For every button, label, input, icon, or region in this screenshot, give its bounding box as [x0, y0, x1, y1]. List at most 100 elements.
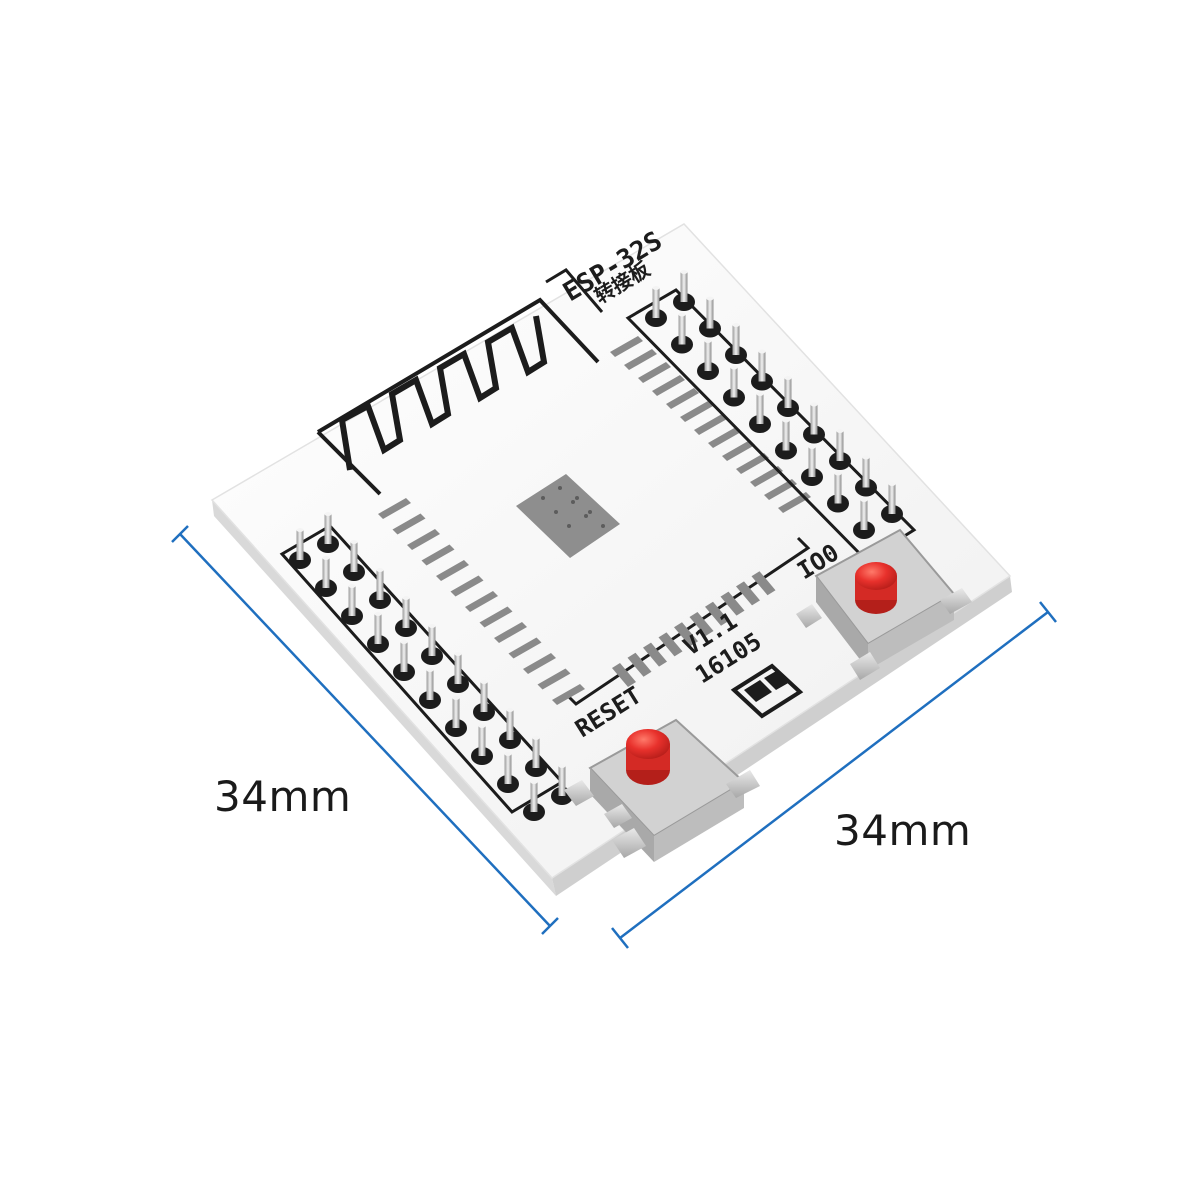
- module-pad: [523, 653, 556, 674]
- header-pin-tip: [706, 296, 714, 301]
- dimension-line-left: [171, 525, 559, 935]
- header-pin-tip: [678, 312, 686, 317]
- module-pad: [392, 513, 426, 535]
- left-dimension-label: 34mm: [214, 772, 352, 821]
- header-pin: [732, 325, 740, 355]
- header-pin-tip: [756, 392, 764, 396]
- header-pin: [836, 431, 844, 461]
- module-pad: [537, 668, 571, 690]
- header-pin: [862, 457, 870, 488]
- header-pin: [782, 420, 790, 451]
- header-pin-tip: [652, 286, 660, 290]
- module-pad: [764, 479, 797, 500]
- header-pin-tip: [758, 349, 766, 354]
- module-pad: [643, 642, 667, 667]
- header-pin: [324, 514, 332, 544]
- module-pad: [705, 601, 729, 626]
- header-pin: [504, 754, 512, 784]
- module-outline: [545, 268, 811, 706]
- module-pads-right: [610, 336, 811, 513]
- header-pin-tip: [322, 556, 330, 560]
- header-pin: [348, 586, 356, 616]
- header-pin: [704, 341, 712, 371]
- header-pin: [808, 447, 816, 477]
- module-pad: [689, 612, 714, 636]
- module-pad: [652, 375, 685, 396]
- module-pad: [708, 427, 741, 448]
- header-pin-tip: [704, 339, 712, 343]
- module-pad: [436, 560, 469, 581]
- header-pin: [350, 542, 358, 572]
- header-pin-tip: [506, 708, 514, 712]
- header-pin: [680, 272, 688, 302]
- module-pad: [508, 637, 542, 659]
- module-pad: [638, 362, 671, 383]
- header-pin: [730, 367, 738, 398]
- header-pin: [810, 404, 818, 435]
- reset-button[interactable]: [564, 718, 760, 862]
- pcb-board: [210, 223, 1012, 879]
- module-pad: [736, 453, 769, 474]
- header-pin: [402, 598, 410, 628]
- header-pin-tip: [532, 736, 540, 740]
- header-pin: [376, 570, 384, 600]
- header-pin: [758, 351, 766, 382]
- header-pin: [530, 782, 538, 812]
- header-pin: [784, 378, 792, 408]
- io0-button[interactable]: [796, 528, 972, 680]
- header-pin: [480, 682, 488, 712]
- header-pin-tip: [862, 455, 870, 460]
- header-pin-tip: [452, 696, 460, 700]
- header-pin: [678, 314, 686, 345]
- header-pin: [706, 298, 714, 329]
- header-pin-tip: [454, 652, 462, 656]
- header-pin-tip: [808, 445, 816, 449]
- module-pad: [627, 652, 652, 677]
- module-pad: [552, 684, 585, 705]
- module-pad: [610, 336, 643, 357]
- header-pin-tip: [730, 365, 738, 370]
- header-pin-tip: [680, 270, 688, 274]
- header-pin-tip: [782, 418, 790, 423]
- header-pin: [652, 288, 660, 318]
- module-pad: [694, 414, 727, 435]
- header-pin: [452, 698, 460, 728]
- module-pad: [624, 349, 657, 370]
- header-pin: [478, 726, 486, 756]
- header-pin-tip: [860, 498, 868, 502]
- header-pin-tip: [428, 624, 436, 628]
- header-pin: [374, 614, 382, 644]
- module-pad: [736, 581, 760, 606]
- antenna-outline: [316, 297, 600, 496]
- header-pin-tip: [784, 376, 792, 380]
- header-pin: [558, 766, 566, 796]
- module-pad: [658, 632, 683, 657]
- header-pin-tip: [834, 471, 842, 476]
- header-pin: [756, 394, 764, 424]
- module-pad: [494, 622, 527, 643]
- header-pin: [834, 473, 842, 504]
- header-pin: [860, 500, 868, 530]
- header-pin-tip: [324, 512, 332, 516]
- io0-button-cap[interactable]: [855, 562, 897, 590]
- header-pin-tip: [400, 640, 408, 644]
- header-pin-tip: [836, 429, 844, 433]
- header-pin-tip: [530, 780, 538, 784]
- module-pad: [666, 388, 699, 409]
- header-pin: [428, 626, 436, 656]
- right-pin-header: [645, 270, 903, 539]
- right-header-outline: [625, 288, 917, 562]
- module-pad: [407, 529, 440, 550]
- header-pin-tip: [504, 752, 512, 756]
- header-pin: [454, 654, 462, 684]
- header-pin: [322, 558, 330, 588]
- module-pads-bottom: [612, 571, 776, 687]
- reset-button-cap[interactable]: [626, 729, 670, 759]
- header-pin-tip: [558, 764, 566, 768]
- header-pin-tip: [888, 482, 896, 486]
- header-pin: [532, 738, 540, 768]
- header-pin: [426, 670, 434, 700]
- header-pin-tip: [480, 680, 488, 684]
